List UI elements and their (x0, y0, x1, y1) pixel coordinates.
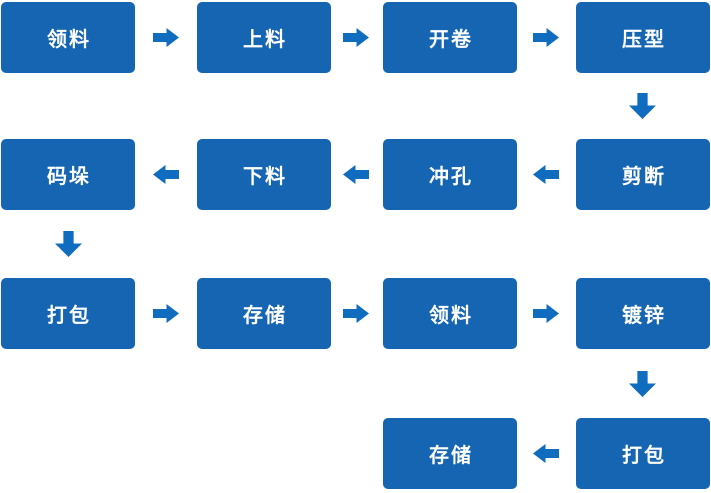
node-lingliao-1: 领料 (1, 2, 135, 73)
node-dabao-1: 打包 (1, 278, 135, 349)
node-yaxing: 压型 (576, 2, 710, 73)
arrow-right-icon (343, 304, 369, 323)
arrow-left-icon (153, 165, 179, 184)
node-maduo: 码垛 (1, 139, 135, 210)
node-dabao-2: 打包 (576, 418, 710, 489)
arrow-right-icon (343, 28, 369, 47)
node-xialiao: 下料 (197, 139, 331, 210)
node-duxin: 镀锌 (576, 278, 710, 349)
arrow-right-icon (533, 304, 559, 323)
arrow-right-icon (153, 28, 179, 47)
arrow-left-icon (343, 165, 369, 184)
node-kaijuan: 开卷 (383, 2, 517, 73)
node-cunchu-1: 存储 (197, 278, 331, 349)
arrow-right-icon (153, 304, 179, 323)
arrow-down-icon (55, 231, 82, 257)
node-lingliao-2: 领料 (383, 278, 517, 349)
node-shangliao: 上料 (197, 2, 331, 73)
arrow-down-icon (629, 371, 656, 397)
arrow-left-icon (533, 444, 559, 463)
arrow-left-icon (533, 165, 559, 184)
node-jianduan: 剪断 (576, 139, 710, 210)
node-cunchu-2: 存储 (383, 418, 517, 489)
arrow-down-icon (629, 93, 656, 119)
node-chongkong: 冲孔 (383, 139, 517, 210)
arrow-right-icon (533, 28, 559, 47)
